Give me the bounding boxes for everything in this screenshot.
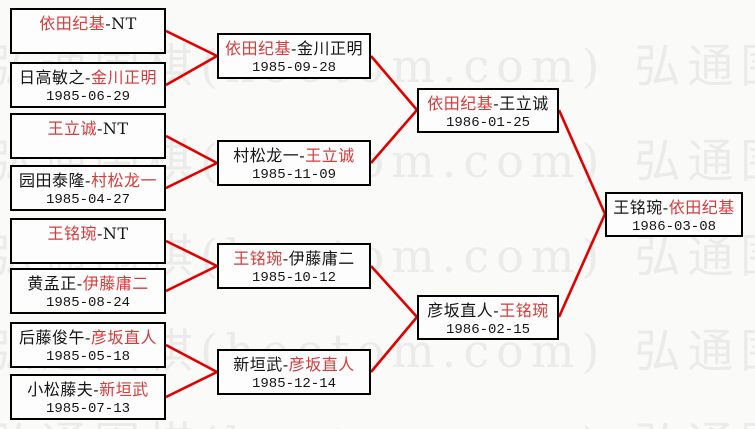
match-box-final: 王铭琬-依田纪基 1986-03-08 — [605, 192, 743, 237]
player-left: 依田纪基 — [427, 94, 494, 113]
match-date: 1985-10-12 — [251, 270, 336, 286]
player-left: 园田泰隆- — [19, 171, 91, 190]
player-right: 伊藤庸二 — [82, 274, 149, 293]
player-right: 彦坂直人 — [90, 328, 157, 347]
connector-line — [557, 109, 607, 215]
match-date: 1985-09-28 — [251, 60, 336, 76]
player-right: 依田纪基 — [668, 198, 735, 217]
match-box-semifinal-2: 彦坂直人-王铭琬 1986-02-15 — [417, 295, 559, 340]
match-box-round2-1: 依田纪基-金川正明 1985-09-28 — [217, 33, 371, 79]
player-right: -NT — [96, 119, 129, 138]
match-box-round1-2: 日高敏之-金川正明 1985-06-29 — [10, 62, 166, 108]
match-date: 1985-08-24 — [45, 295, 130, 311]
match-players: 彦坂直人-王铭琬 — [419, 300, 557, 321]
match-box-round1-7: 后藤俊午-彦坂直人 1985-05-18 — [10, 322, 166, 368]
player-left: 王铭琬 — [47, 224, 97, 243]
match-players: 依田纪基-NT — [12, 13, 164, 34]
player-left: 村松龙一- — [233, 146, 306, 165]
match-players: 日高敏之-金川正明 — [12, 67, 164, 88]
match-players: 园田泰隆-村松龙一 — [12, 170, 164, 191]
match-box-round1-8: 小松藤夫-新垣武 1985-07-13 — [10, 374, 166, 420]
match-box-round1-3: 王立诚-NT — [10, 113, 166, 159]
player-left: 黄孟正- — [27, 274, 83, 293]
player-right: 王立诚 — [305, 146, 355, 165]
match-date: 1985-11-09 — [251, 167, 336, 183]
match-box-round1-4: 园田泰隆-村松龙一 1985-04-27 — [10, 165, 166, 211]
player-right: -王立诚 — [493, 94, 549, 113]
match-date: 1985-04-27 — [45, 192, 130, 208]
match-players: 王立诚-NT — [12, 118, 164, 139]
match-box-round1-6: 黄孟正-伊藤庸二 1985-08-24 — [10, 268, 166, 314]
player-left: 后藤俊午- — [19, 328, 91, 347]
match-date: 1986-02-15 — [445, 322, 530, 338]
match-box-round1-1: 依田纪基-NT — [10, 8, 166, 54]
connector-line — [370, 265, 418, 318]
player-left: 小松藤夫- — [27, 380, 100, 399]
connector-line — [370, 55, 418, 111]
player-right: -NT — [105, 14, 137, 33]
match-box-round2-3: 王铭琬-伊藤庸二 1985-10-12 — [217, 243, 371, 289]
match-box-round1-5: 王铭琬-NT — [10, 218, 166, 264]
player-left: 新垣武- — [233, 355, 289, 374]
match-date: 1985-05-18 — [45, 349, 130, 365]
player-right: 金川正明 — [90, 68, 157, 87]
player-left: 日高敏之- — [19, 68, 91, 87]
player-right: 新垣武 — [99, 380, 149, 399]
match-players: 王铭琬-伊藤庸二 — [219, 248, 369, 269]
match-players: 后藤俊午-彦坂直人 — [12, 327, 164, 348]
connector-line — [165, 370, 218, 399]
match-players: 村松龙一-王立诚 — [219, 145, 369, 166]
match-players: 新垣武-彦坂直人 — [219, 354, 369, 375]
connector-line — [370, 316, 418, 373]
connector-line — [557, 213, 607, 318]
match-date: 1985-07-13 — [45, 401, 130, 417]
connector-line — [165, 239, 218, 268]
player-left: 依田纪基 — [225, 39, 292, 58]
match-box-semifinal-1: 依田纪基-王立诚 1986-01-25 — [417, 88, 559, 133]
player-right: -伊藤庸二 — [282, 249, 355, 268]
player-left: 依田纪基 — [39, 14, 106, 33]
connector-line — [165, 134, 218, 165]
connector-line — [165, 54, 218, 87]
match-date: 1986-01-25 — [445, 115, 530, 131]
match-players: 黄孟正-伊藤庸二 — [12, 273, 164, 294]
player-left: 王铭琬- — [613, 198, 669, 217]
match-players: 依田纪基-金川正明 — [219, 38, 369, 59]
match-players: 王铭琬-NT — [12, 223, 164, 244]
player-left: 彦坂直人- — [427, 301, 500, 320]
player-right: 彦坂直人 — [288, 355, 355, 374]
match-players: 依田纪基-王立诚 — [419, 93, 557, 114]
match-date: 1986-03-08 — [631, 219, 716, 235]
player-right: -NT — [96, 224, 129, 243]
match-box-round2-2: 村松龙一-王立诚 1985-11-09 — [217, 140, 371, 186]
match-date: 1985-12-14 — [251, 376, 336, 392]
connector-line — [165, 264, 218, 293]
connector-line — [165, 29, 218, 58]
player-left: 王立诚 — [47, 119, 97, 138]
connector-line — [370, 109, 418, 164]
match-date: 1985-06-29 — [45, 89, 130, 105]
player-right: -金川正明 — [291, 39, 363, 58]
player-right: 村松龙一 — [90, 171, 157, 190]
match-players: 王铭琬-依田纪基 — [607, 197, 741, 218]
player-left: 王铭琬 — [233, 249, 283, 268]
player-right: 王铭琬 — [499, 301, 549, 320]
match-box-round2-4: 新垣武-彦坂直人 1985-12-14 — [217, 349, 371, 395]
connector-line — [165, 343, 218, 374]
connector-line — [165, 161, 218, 190]
match-players: 小松藤夫-新垣武 — [12, 379, 164, 400]
